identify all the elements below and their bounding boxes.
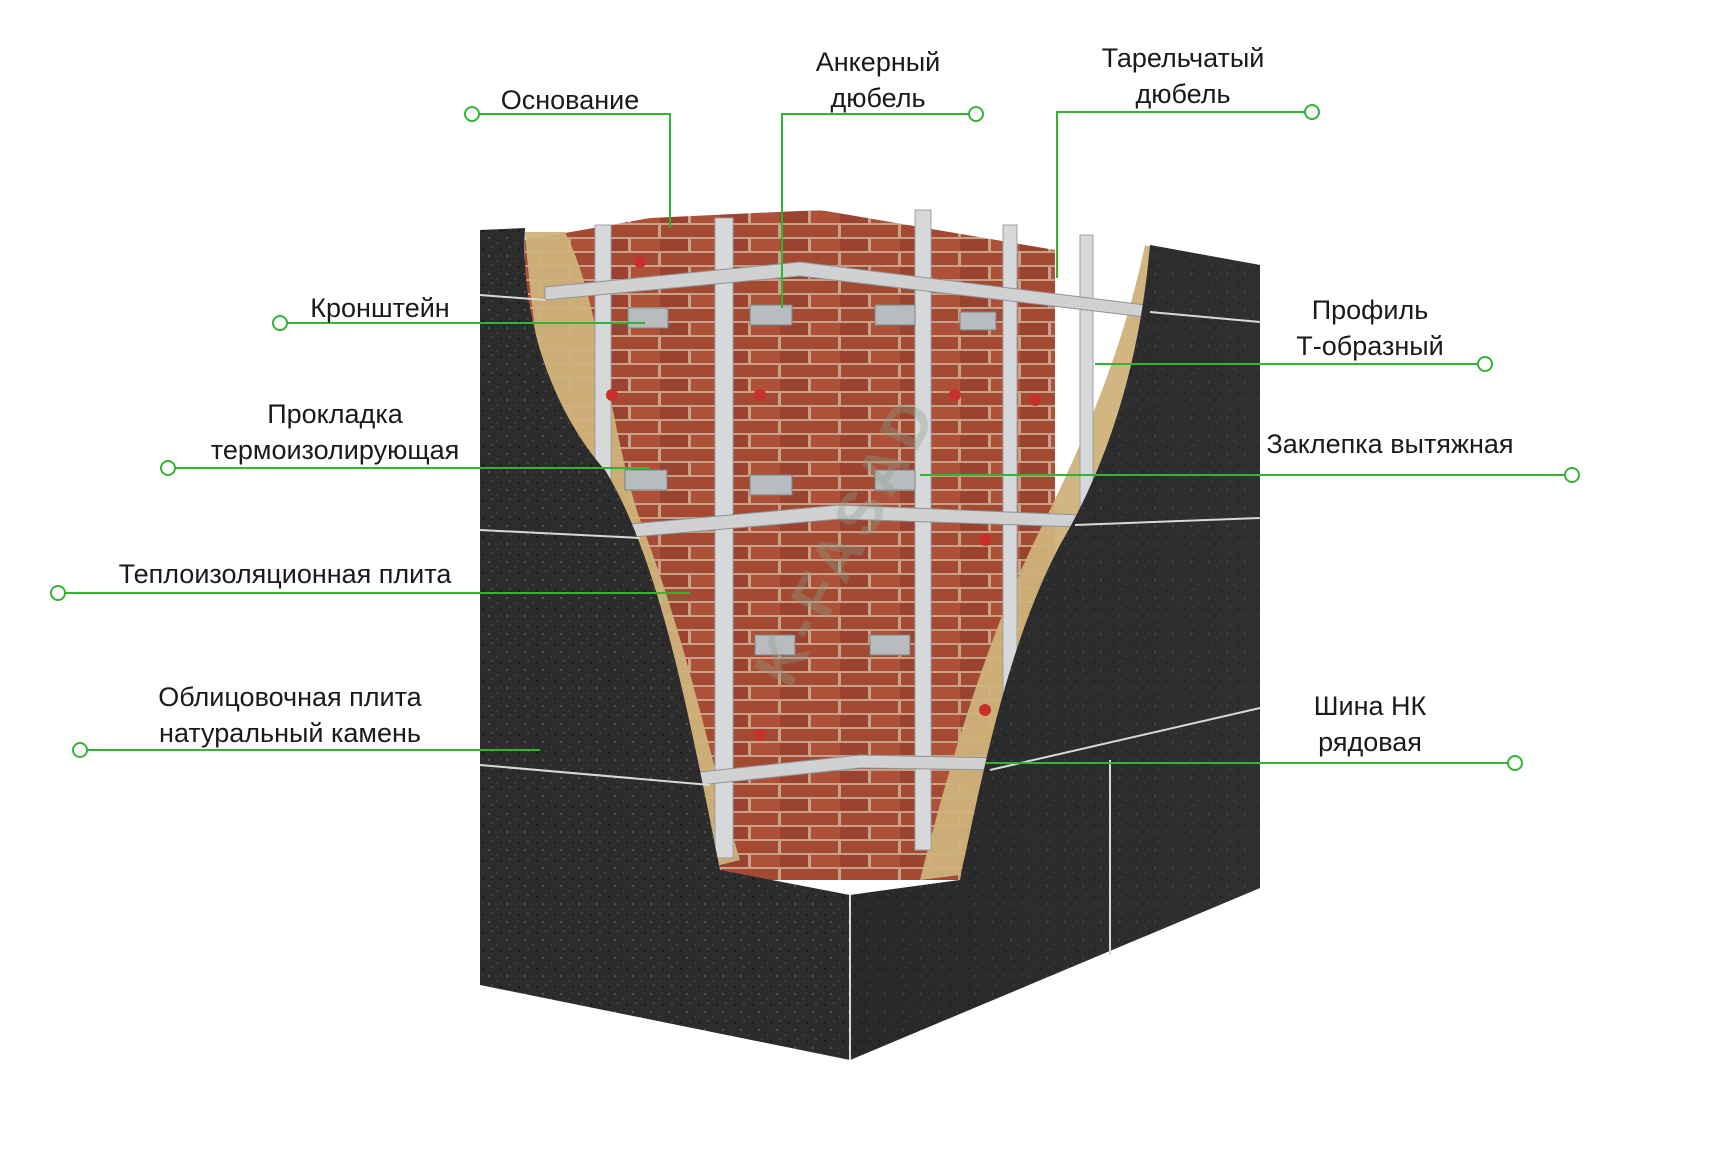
- bracket: [749, 474, 793, 496]
- plate-dowel: [949, 389, 961, 401]
- leader-dot-prokladka: [160, 460, 176, 476]
- plate-dowel: [754, 729, 766, 741]
- label-shina: Шина НК рядовая: [1280, 688, 1460, 760]
- slab-joint: [989, 707, 1261, 771]
- label-teploizolyatsionnaya: Теплоизоляционная плита: [100, 556, 470, 592]
- t-profile: [714, 217, 734, 859]
- slab-joint: [479, 529, 641, 539]
- insulation-board-right: [920, 245, 1175, 880]
- plate-dowel: [754, 389, 766, 401]
- t-profile: [914, 209, 932, 851]
- leader-dot-shina: [1507, 755, 1523, 771]
- bracket: [869, 634, 911, 656]
- leader-dot-tarelchatyi-dyubel: [1304, 104, 1320, 120]
- label-prokladka-line-1: Прокладка: [267, 399, 403, 429]
- label-osnovanie: Основание: [470, 82, 670, 118]
- label-tarelchatyi-dyubel: Тарельчатый дюбель: [1083, 40, 1283, 112]
- label-zaklepka: Заклепка вытяжная: [1255, 426, 1525, 462]
- leader-dot-profil: [1477, 356, 1493, 372]
- bracket: [874, 469, 916, 491]
- bracket: [624, 469, 668, 491]
- plate-dowel: [606, 389, 618, 401]
- leader-dot-kronshtein: [272, 315, 288, 331]
- leader-dot-ankernyi-dyubel: [968, 106, 984, 122]
- label-profil-line-1: Профиль: [1311, 295, 1429, 325]
- label-zaklepka-line-1: Заклепка вытяжная: [1266, 429, 1514, 459]
- leader-lines: [50, 104, 1580, 771]
- plate-dowel: [1029, 394, 1041, 406]
- slab-joint: [1149, 311, 1261, 323]
- t-profiles: [594, 209, 1094, 859]
- label-prokladka: Прокладка термоизолирующая: [195, 396, 475, 468]
- label-tarelchatyi-dyubel-line-1: Тарельчатый: [1101, 43, 1265, 73]
- label-ankernyi-dyubel-line-1: Анкерный: [815, 47, 941, 77]
- slab-joints: [479, 294, 1261, 1060]
- label-teploizolyatsionnaya-line-1: Теплоизоляционная плита: [118, 559, 452, 589]
- label-shina-line-1: Шина НК: [1313, 691, 1427, 721]
- granite-cladding-front: [480, 228, 850, 1060]
- label-shina-line-2: рядовая: [1318, 727, 1422, 757]
- plate-dowels: [606, 256, 1041, 741]
- label-kronshtein-line-1: Кронштейн: [310, 293, 450, 323]
- label-osnovanie-line-1: Основание: [500, 85, 640, 115]
- bracket: [627, 307, 669, 329]
- slab-joint: [479, 294, 546, 301]
- bracket: [754, 634, 796, 656]
- plate-dowel: [979, 534, 991, 546]
- plate-dowel: [634, 256, 646, 268]
- label-profil: Профиль Т-образный: [1260, 292, 1480, 364]
- label-prokladka-line-2: термоизолирующая: [210, 435, 460, 465]
- plate-dowel: [979, 704, 991, 716]
- leader-dot-osnovanie: [464, 106, 480, 122]
- label-profil-line-2: Т-образный: [1296, 331, 1444, 361]
- label-tarelchatyi-dyubel-line-2: дюбель: [1135, 79, 1231, 109]
- leader-osnovanie: [472, 113, 671, 228]
- label-kronshtein: Кронштейн: [290, 290, 470, 326]
- leader-dot-teploizolyatsionnaya: [50, 585, 66, 601]
- bracket: [874, 304, 916, 326]
- facade-block: K-FASAD: [479, 209, 1261, 1060]
- label-ankernyi-dyubel-line-2: дюбель: [830, 83, 926, 113]
- label-oblitsovochnaya-line-2: натуральный камень: [159, 718, 421, 748]
- bracket: [749, 304, 793, 326]
- label-ankernyi-dyubel: Анкерный дюбель: [778, 44, 978, 116]
- label-oblitsovochnaya-line-1: Облицовочная плита: [158, 682, 422, 712]
- label-oblitsovochnaya: Облицовочная плита натуральный камень: [140, 679, 440, 751]
- slab-joint: [1074, 517, 1261, 526]
- leader-dot-zaklepka: [1564, 467, 1580, 483]
- bracket: [959, 311, 997, 331]
- leader-tarelchatyi-dyubel: [1056, 111, 1312, 278]
- brackets: [624, 304, 997, 656]
- leader-ankernyi-dyubel: [781, 113, 976, 308]
- leader-dot-oblitsovochnaya: [72, 742, 88, 758]
- granite-texture-overlay: [850, 245, 1260, 1060]
- slab-joint: [479, 764, 711, 786]
